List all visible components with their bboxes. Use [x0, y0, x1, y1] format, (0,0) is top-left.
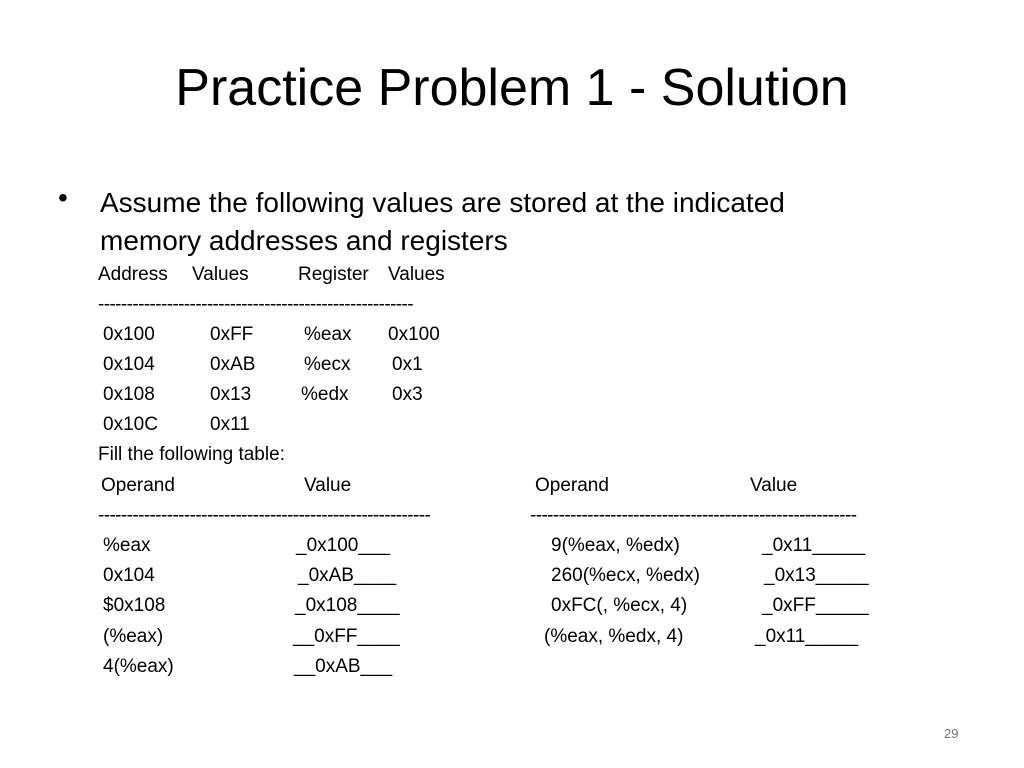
operand-cell: 0xFC(, %ecx, 4): [551, 595, 688, 616]
slide-title: Practice Problem 1 - Solution: [175, 59, 849, 117]
operand-table-left-divider: ----------------------------------------…: [98, 505, 431, 526]
header-register: Register: [298, 264, 369, 285]
header-operand: Operand: [535, 475, 609, 496]
bullet-text: Assume the following values are stored a…: [100, 184, 900, 260]
register-value-cell: 0x3: [392, 384, 423, 405]
register-value-cell: 0x1: [392, 354, 423, 375]
bullet-line-1: Assume the following values are stored a…: [100, 187, 785, 218]
value-cell: 0x13: [210, 384, 252, 405]
memory-table-divider: ----------------------------------------…: [98, 294, 414, 315]
bullet-icon: •: [58, 182, 68, 213]
address-cell: 0x108: [103, 384, 155, 405]
register-value-cell: 0x100: [388, 324, 440, 345]
answer-cell: _0xFF_____: [762, 595, 869, 616]
header-values: Values: [192, 264, 249, 285]
answer-cell: __0xAB___: [294, 656, 393, 677]
operand-cell: 9(%eax, %edx): [551, 535, 680, 556]
operand-cell: (%eax): [103, 626, 164, 647]
operand-cell: 260(%ecx, %edx): [551, 565, 700, 586]
value-cell: 0x11: [210, 414, 250, 435]
operand-cell: $0x108: [103, 595, 166, 616]
operand-cell: 0x104: [103, 565, 155, 586]
answer-cell: __0xFF____: [293, 626, 400, 647]
answer-cell: _0xAB____: [298, 565, 397, 586]
value-cell: 0xFF: [210, 324, 254, 345]
header-value: Value: [750, 475, 798, 496]
answer-cell: _0x108____: [295, 595, 400, 616]
operand-cell: (%eax, %edx, 4): [544, 626, 684, 647]
address-cell: 0x10C: [103, 414, 158, 435]
header-value: Value: [304, 475, 352, 496]
register-cell: %edx: [301, 384, 349, 405]
register-cell: %ecx: [304, 354, 351, 375]
value-cell: 0xAB: [210, 354, 256, 375]
bullet-line-2: memory addresses and registers: [100, 225, 508, 256]
page-number: 29: [944, 726, 959, 741]
header-operand: Operand: [101, 475, 175, 496]
answer-cell: _0x13_____: [764, 565, 869, 586]
header-register-values: Values: [388, 264, 445, 285]
operand-table-right-divider: ----------------------------------------…: [530, 505, 857, 526]
answer-cell: _0x11_____: [755, 626, 859, 647]
answer-cell: _0x100___: [296, 535, 391, 556]
address-cell: 0x104: [103, 354, 155, 375]
header-address: Address: [98, 264, 168, 285]
operand-cell: %eax: [103, 535, 151, 556]
fill-instruction: Fill the following table:: [98, 444, 285, 465]
register-cell: %eax: [304, 324, 352, 345]
address-cell: 0x100: [103, 324, 155, 345]
answer-cell: _0x11_____: [762, 535, 866, 556]
operand-cell: 4(%eax): [103, 656, 174, 677]
